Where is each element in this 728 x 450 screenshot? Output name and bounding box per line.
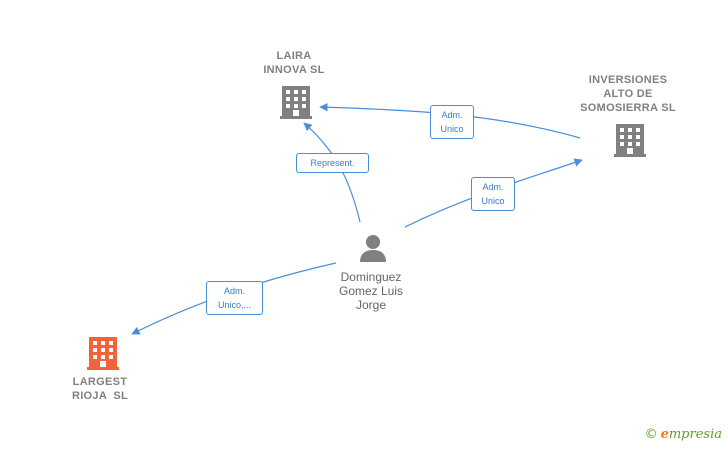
person-name-line: Gomez Luis — [338, 284, 404, 298]
person-icon[interactable] — [358, 233, 388, 263]
company-name-line: INNOVA SL — [263, 64, 325, 76]
brand-initial: e — [660, 427, 669, 442]
edge-label-text: Represent. — [310, 158, 355, 168]
edge-label-text: Unico — [440, 124, 464, 134]
company-label-laira[interactable]: LAIRA INNOVA SL — [244, 49, 344, 77]
company-name-line: LAIRA — [276, 50, 312, 62]
copyright-symbol: © — [644, 427, 658, 442]
edge-label-text: Adm. — [223, 286, 245, 296]
company-label-largest[interactable]: LARGEST RIOJA SL — [50, 375, 150, 403]
edge-label-adm-person-inversiones[interactable]: Adm. Unico — [471, 177, 515, 211]
building-icon[interactable] — [614, 122, 646, 158]
edge-label-represent[interactable]: Represent. — [296, 153, 369, 173]
edge-label-adm-inversiones-laira[interactable]: Adm. Unico — [430, 105, 474, 139]
person-name-line: Dominguez — [340, 270, 402, 284]
person-name-line: Jorge — [355, 298, 387, 312]
edge-label-text: Unico,... — [217, 300, 251, 310]
brand-name: mpresia — [668, 427, 722, 442]
person-label[interactable]: Dominguez Gomez Luis Jorge — [321, 270, 421, 312]
building-icon[interactable] — [280, 84, 312, 120]
company-name-line: SOMOSIERRA SL — [580, 102, 676, 114]
company-label-inversiones[interactable]: INVERSIONES ALTO DE SOMOSIERRA SL — [568, 73, 688, 115]
company-name-line: INVERSIONES — [588, 74, 668, 86]
edge-label-text: Unico — [481, 196, 505, 206]
building-icon-highlighted[interactable] — [87, 335, 119, 371]
edge-label-text: Adm. — [441, 110, 463, 120]
company-name-line: RIOJA SL — [71, 390, 129, 402]
edge-label-adm-person-largest[interactable]: Adm. Unico,... — [206, 281, 263, 315]
company-name-line: ALTO DE — [603, 88, 653, 100]
edge-label-text: Adm. — [482, 182, 504, 192]
company-name-line: LARGEST — [72, 376, 128, 388]
empresia-logo[interactable]: ©empresia — [645, 427, 722, 442]
